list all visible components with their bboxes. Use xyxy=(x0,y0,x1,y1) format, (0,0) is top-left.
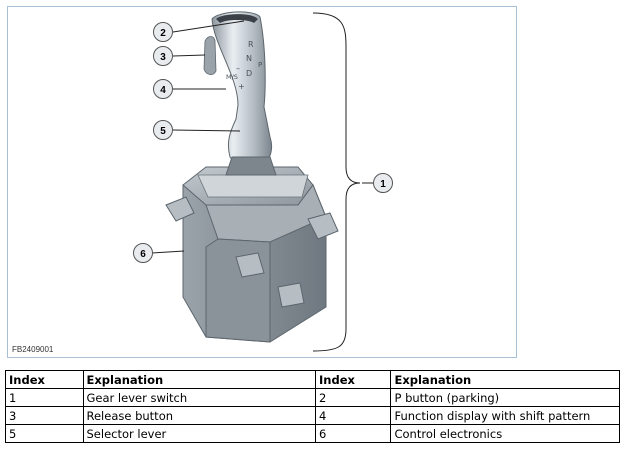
header-index-1: Index xyxy=(5,370,84,389)
svg-text:2: 2 xyxy=(160,28,166,39)
brace xyxy=(312,12,361,352)
shift-pattern-display: R N D M/S – + P xyxy=(226,40,262,91)
table-cell-index: 4 xyxy=(314,406,392,425)
svg-text:6: 6 xyxy=(140,249,146,260)
table-row: 1 Gear lever switch 2 P button (parking) xyxy=(5,388,620,407)
table-cell-explanation: Control electronics xyxy=(390,424,620,443)
shift-pattern-plus: + xyxy=(238,82,245,91)
legend-table: Index Explanation Index Explanation 1 Ge… xyxy=(5,370,620,443)
shift-pattern-p: P xyxy=(258,61,262,69)
shift-pattern-r: R xyxy=(248,40,254,49)
shift-pattern-n: N xyxy=(246,54,252,63)
table-row: 5 Selector lever 6 Control electronics xyxy=(5,424,620,443)
shift-pattern-ms: M/S xyxy=(226,73,238,81)
leader-lines xyxy=(151,20,374,254)
table-row: 3 Release button 4 Function display with… xyxy=(5,406,620,425)
svg-text:4: 4 xyxy=(160,85,166,96)
callout-6: 6 xyxy=(133,243,153,263)
table-cell-explanation: Selector lever xyxy=(82,424,316,443)
svg-text:5: 5 xyxy=(160,126,166,137)
selector-lever: R N D M/S – + P xyxy=(203,11,277,176)
callout-2: 2 xyxy=(153,22,173,42)
table-cell-explanation: Release button xyxy=(82,406,316,425)
table-cell-index: 2 xyxy=(314,388,392,407)
shift-pattern-minus: – xyxy=(236,64,240,73)
svg-text:3: 3 xyxy=(160,52,166,63)
figure-frame: R N D M/S – + P 2 3 xyxy=(7,6,517,358)
table-cell-index: 5 xyxy=(5,424,84,443)
table-cell-index: 1 xyxy=(5,388,84,407)
header-index-2: Index xyxy=(314,370,392,389)
header-explanation-1: Explanation xyxy=(82,370,316,389)
table-cell-explanation: P button (parking) xyxy=(390,388,620,407)
table-cell-index: 3 xyxy=(5,406,84,425)
gear-lever-illustration: R N D M/S – + P 2 3 xyxy=(133,11,393,352)
table-cell-explanation: Function display with shift pattern xyxy=(390,406,620,425)
svg-text:1: 1 xyxy=(380,179,386,190)
figure-code: FB2409001 xyxy=(12,345,54,354)
callout-4: 4 xyxy=(153,79,173,99)
callout-5: 5 xyxy=(153,120,173,140)
table-cell-index: 6 xyxy=(314,424,392,443)
control-electronics-housing xyxy=(165,166,339,343)
callout-3: 3 xyxy=(153,46,173,66)
callout-1: 1 xyxy=(373,173,393,193)
shift-pattern-d: D xyxy=(246,69,252,78)
table-cell-explanation: Gear lever switch xyxy=(82,388,316,407)
header-explanation-2: Explanation xyxy=(390,370,620,389)
table-header-row: Index Explanation Index Explanation xyxy=(5,370,620,389)
